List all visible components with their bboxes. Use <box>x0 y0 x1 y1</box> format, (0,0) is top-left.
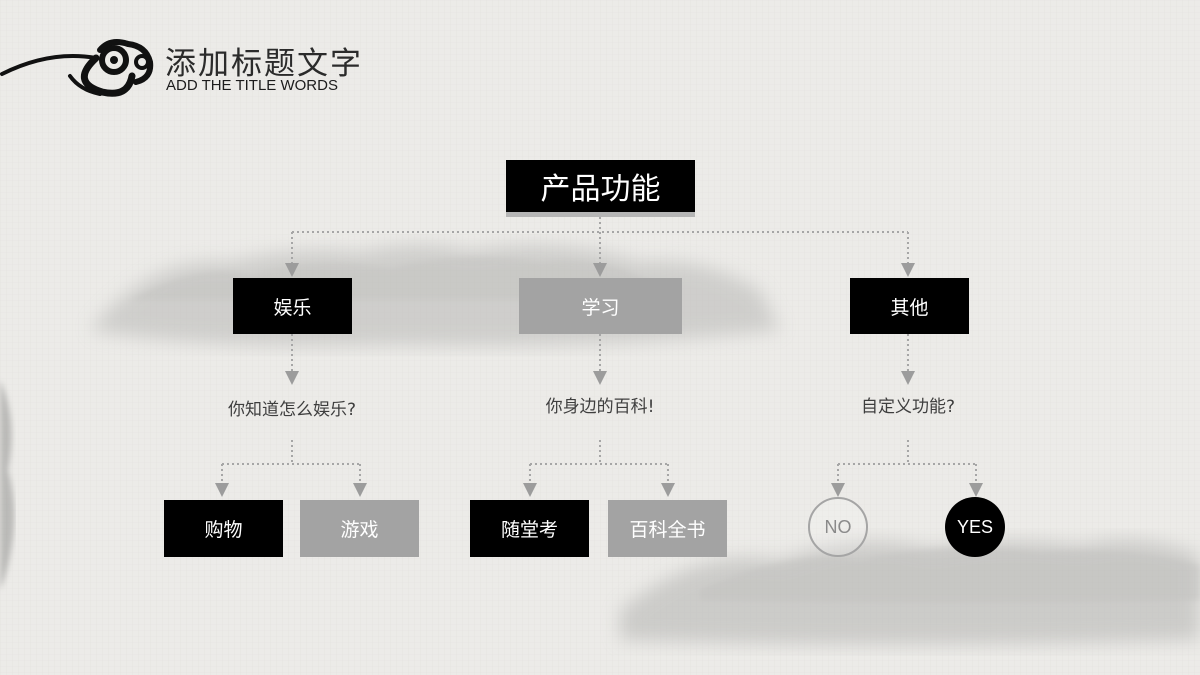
leaf-node-quiz: 随堂考 <box>470 500 589 557</box>
root-node: 产品功能 <box>506 160 695 212</box>
question-learning: 你身边的百科! <box>545 397 655 417</box>
connectors <box>215 212 983 497</box>
leaf-circle-yes: YES <box>945 497 1005 557</box>
branch-node-entertainment: 娱乐 <box>233 278 352 334</box>
ink-splash <box>0 380 15 590</box>
page-subtitle: ADD THE TITLE WORDS <box>166 77 338 94</box>
question-other: 自定义功能? <box>860 397 956 417</box>
page-title: 添加标题文字 <box>165 46 363 82</box>
question-entertainment: 你知道怎么娱乐? <box>227 400 357 420</box>
leaf-circle-no: NO <box>808 497 868 557</box>
leaf-node-encyclopedia: 百科全书 <box>608 500 727 557</box>
leaf-node-games: 游戏 <box>300 500 419 557</box>
cloud-ornament-icon <box>0 39 154 97</box>
branch-node-learning: 学习 <box>519 278 682 334</box>
branch-node-other: 其他 <box>850 278 969 334</box>
ink-mountains-right <box>620 539 1200 645</box>
leaf-node-shopping: 购物 <box>164 500 283 557</box>
